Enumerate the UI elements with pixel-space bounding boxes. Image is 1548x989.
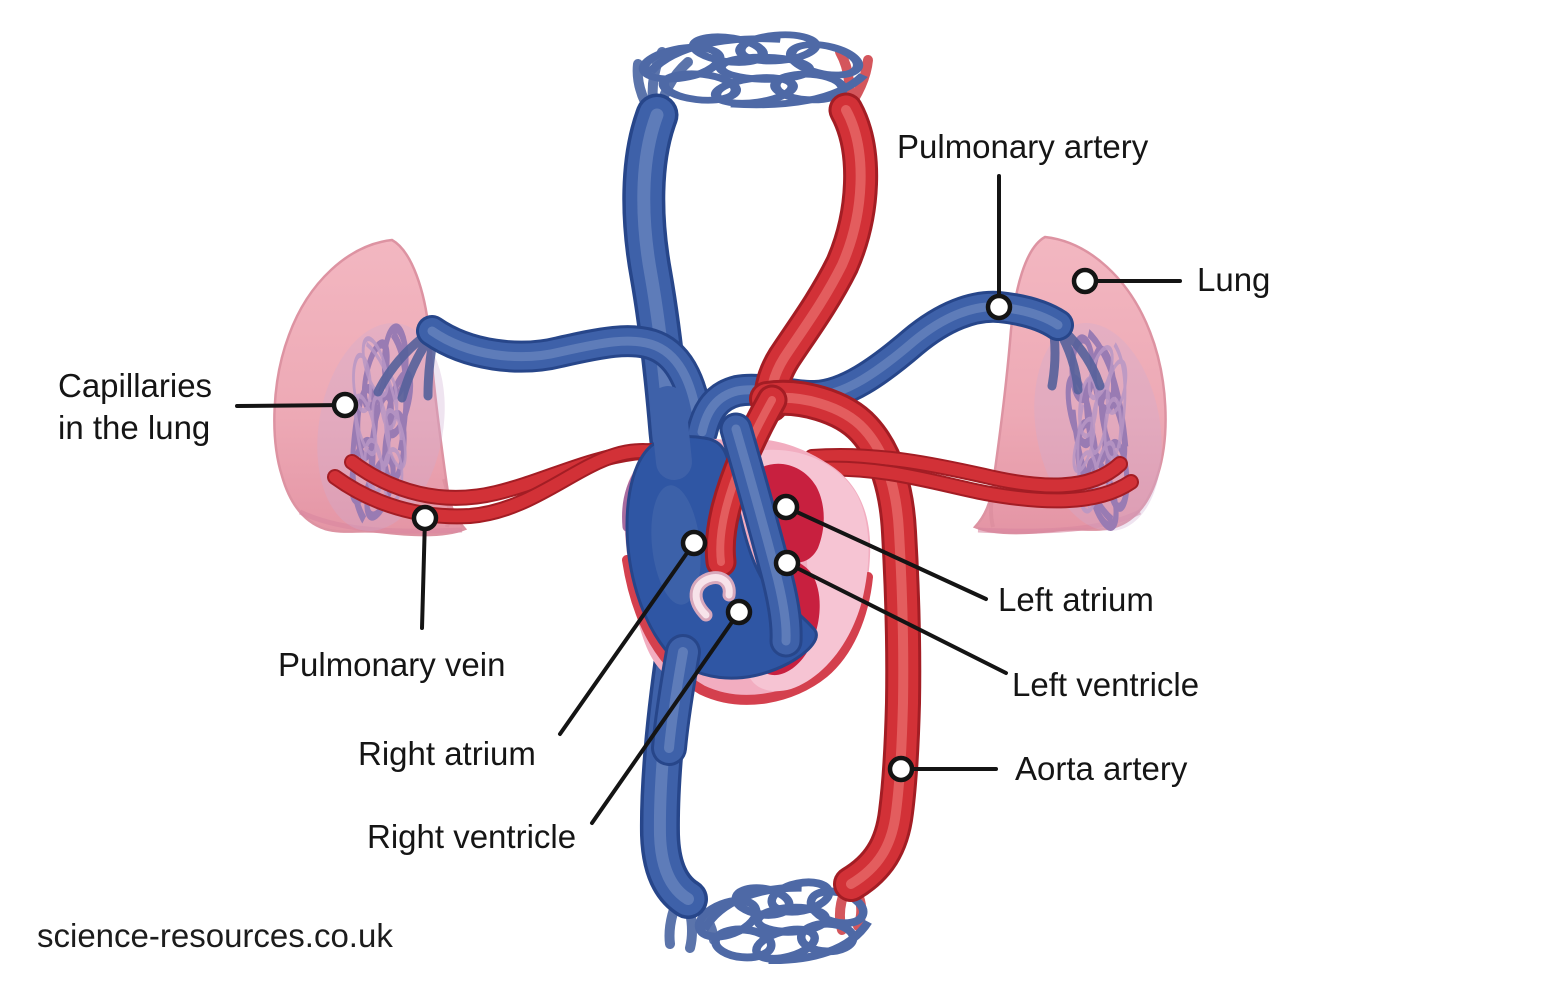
leader-line-pulmonary-vein (420, 516, 427, 630)
marker-dot-right-ventricle (725, 598, 753, 626)
leader-line-left-ventricle (785, 561, 1008, 675)
heart-left-wall (744, 449, 869, 692)
label-left-atrium: Left atrium (998, 581, 1154, 618)
label-capillaries-line2: in the lung (58, 409, 211, 446)
label-capillaries-in-the-lung: Capillaries in the lung (58, 365, 212, 449)
marker-dot-right-atrium (680, 529, 708, 557)
heart-valve-curl (689, 571, 736, 622)
label-capillaries-line1: Capillaries (58, 367, 213, 404)
leader-line-right-ventricle (590, 610, 741, 825)
label-right-ventricle: Right ventricle (367, 818, 577, 855)
vessel-aorta-upper (771, 110, 861, 405)
marker-dot-left-ventricle (773, 549, 801, 577)
marker-dot-lung (1071, 267, 1099, 295)
label-right-atrium: Right atrium (358, 735, 536, 772)
label-left-ventricle: Left ventricle (1012, 666, 1200, 703)
leader-line-right-atrium (558, 541, 696, 736)
marker-dot-aorta-artery (887, 755, 915, 783)
watermark-site-url: science-resources.co.uk (37, 917, 393, 954)
leader-line-capillaries (235, 403, 347, 408)
marker-dot-pulmonary-artery (985, 293, 1013, 321)
label-pulmonary-artery: Pulmonary artery (897, 128, 1149, 165)
vessel-vena-cava-entry (668, 404, 674, 462)
marker-dot-pulmonary-vein (411, 504, 439, 532)
label-lung: Lung (1197, 261, 1271, 298)
label-pulmonary-vein: Pulmonary vein (278, 646, 506, 683)
label-aorta-artery: Aorta artery (1015, 750, 1188, 787)
annotation-leaders (235, 174, 1182, 825)
marker-dot-left-atrium (772, 493, 800, 521)
marker-dot-capillaries (331, 391, 359, 419)
leader-line-left-atrium (784, 505, 988, 601)
